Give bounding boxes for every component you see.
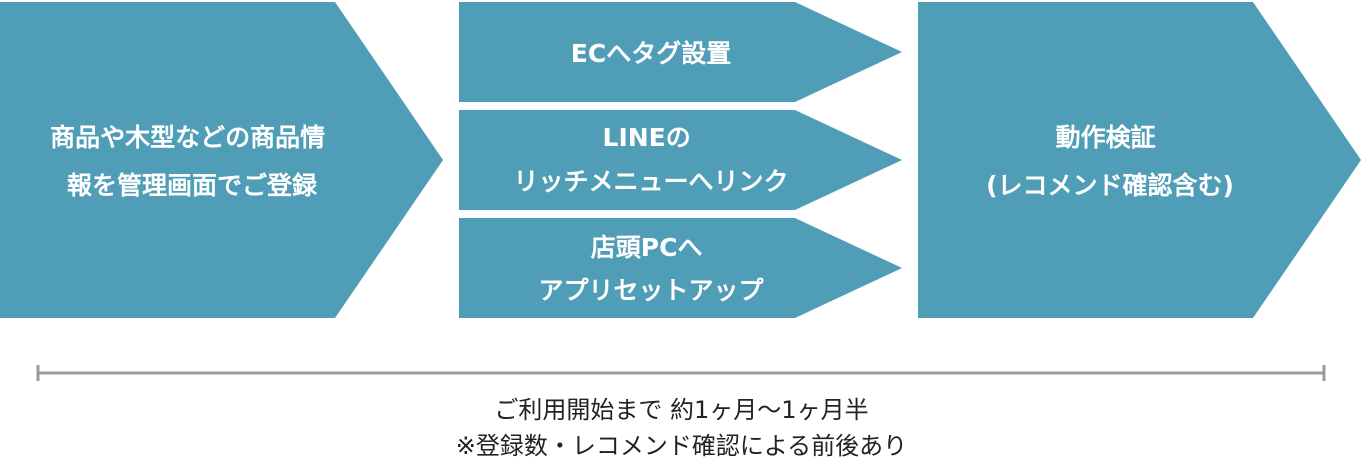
step-verification-line-1: 動作検証: [1056, 123, 1156, 152]
step-verification-arrow: [918, 2, 1361, 318]
step-register-products-line-2: 報を管理画面でご登録: [67, 171, 318, 200]
step-store-pc-setup: 店頭PCへ アプリセットアップ: [459, 218, 902, 318]
step-verification-line-2: (レコメンド確認含む): [986, 171, 1234, 200]
step-line-rich-menu-line-1: LINEの: [603, 123, 691, 152]
timeline-duration-text: ご利用開始まで 約1ヶ月〜1ヶ月半: [494, 396, 869, 424]
svg-text:商品や木型などの商品情 報を管理画面でご登録: 商品や木型などの商品情 報を管理画面でご登録: [50, 123, 334, 200]
step-ec-tag: ECへタグ設置: [459, 2, 902, 102]
timeline-bar: [36, 365, 1326, 381]
svg-text:動作検証 (レコメンド確認含む): 動作検証 (レコメンド確認含む): [986, 123, 1234, 200]
step-line-rich-menu: LINEの リッチメニューへリンク: [459, 110, 902, 210]
step-register-products-line-1: 商品や木型などの商品情: [50, 123, 325, 152]
step-verification: 動作検証 (レコメンド確認含む): [918, 2, 1361, 318]
timeline-note-text: ※登録数・レコメンド確認による前後あり: [455, 432, 908, 460]
step-register-products: 商品や木型などの商品情 報を管理画面でご登録: [0, 2, 443, 318]
svg-text:LINEの リッチメニューへリンク: LINEの リッチメニューへリンク: [513, 123, 788, 196]
step-store-pc-setup-line-2: アプリセットアップ: [538, 276, 764, 305]
step-line-rich-menu-line-2: リッチメニューへリンク: [513, 167, 788, 196]
step-ec-tag-arrow: [459, 2, 902, 102]
svg-text:店頭PCへ アプリセットアップ: 店頭PCへ アプリセットアップ: [538, 233, 764, 305]
step-store-pc-setup-arrow: [459, 218, 902, 318]
svg-text:ECへタグ設置: ECへタグ設置: [571, 39, 731, 68]
step-store-pc-setup-line-1: 店頭PCへ: [591, 233, 703, 262]
step-ec-tag-line-1: ECへタグ設置: [571, 39, 731, 68]
step-register-products-arrow: [0, 2, 443, 318]
step-line-rich-menu-arrow: [459, 110, 902, 210]
